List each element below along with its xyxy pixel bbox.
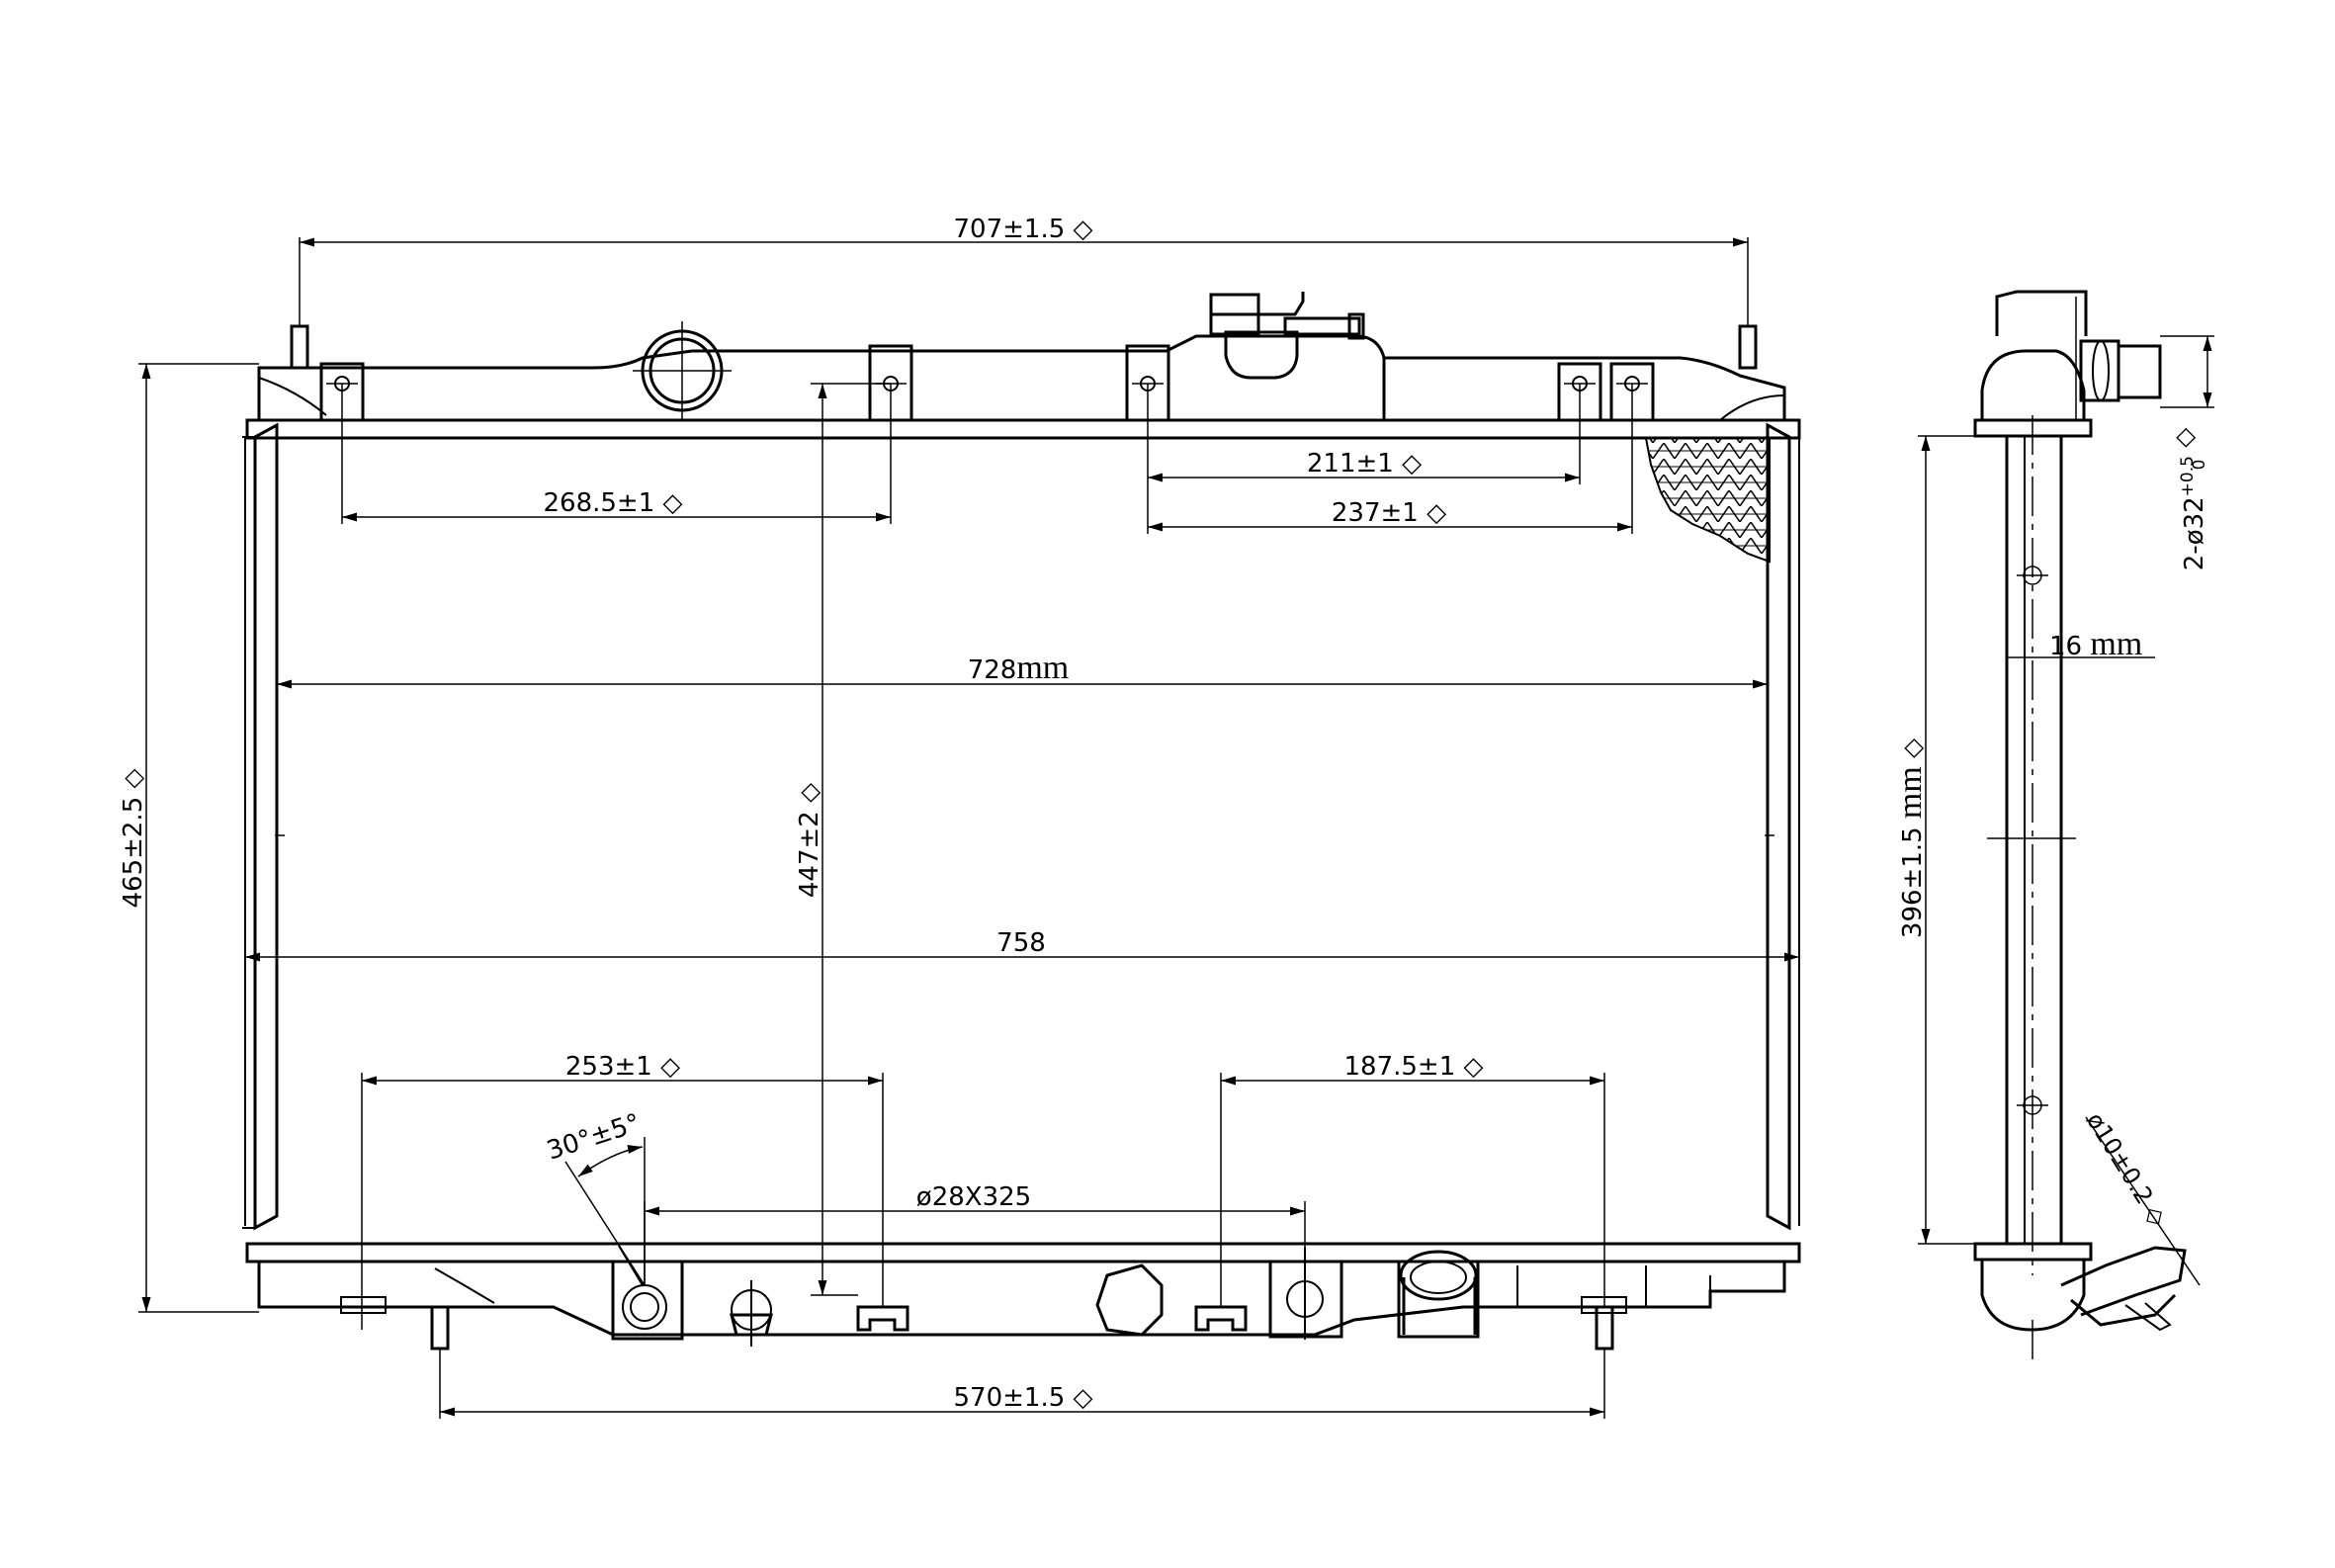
core-right-frame	[1766, 422, 1791, 1231]
core-left-frame	[253, 422, 279, 1231]
outlet-pipe	[1397, 1250, 1480, 1339]
dim-top-mount-right-outer: 237±1 ◇	[1332, 498, 1446, 528]
front-view	[242, 292, 1801, 1350]
dim-inlet-pipe: 2-ø32+0.5 ◇	[2170, 428, 2209, 570]
side-dimension-lines	[1918, 335, 2214, 1286]
dim-bottom-left: 253±1 ◇	[565, 1052, 680, 1082]
dim-tube: ø28X325	[916, 1182, 1031, 1212]
top-tank	[245, 292, 1801, 440]
dim-side-height: 396±1.5 mm ◇	[1892, 739, 1929, 938]
dim-top-mount-left: 268.5±1 ◇	[543, 488, 682, 518]
drain-plug	[611, 1245, 684, 1341]
side-view	[1973, 290, 2187, 1359]
dim-top-width: 707±1.5 ◇	[953, 215, 1092, 244]
dim-bottom-width: 570±1.5 ◇	[953, 1383, 1092, 1413]
dim-height-mount: 447±2 ◇	[795, 783, 824, 898]
dim-top-mount-right-inner: 211±1 ◇	[1307, 449, 1422, 479]
dim-drain-pipe: ø10±0.2 ◇	[2081, 1107, 2173, 1231]
dim-bottom-right: 187.5±1 ◇	[1343, 1052, 1483, 1082]
dimension-lines	[138, 237, 1799, 1419]
dim-core-thickness: 16 mm	[2049, 626, 2142, 662]
radiator-cap	[1209, 292, 1365, 380]
dim-height-total: 465±2.5 ◇	[119, 768, 148, 908]
dim-overall-width: 758	[996, 928, 1046, 958]
octagon-boss	[1095, 1263, 1164, 1337]
dim-angle: 30°±5°	[544, 1108, 645, 1167]
dim-inlet-pipe-tol-lower: 0	[2190, 460, 2209, 471]
dimension-labels: 707±1.5 ◇ 268.5±1 ◇ 211±1 ◇ 237±1 ◇ 728m…	[119, 215, 2209, 1413]
dim-core-width: 728mm	[968, 650, 1070, 686]
oil-cooler-port	[1268, 1248, 1343, 1340]
bottom-clip	[730, 1280, 773, 1347]
bottom-tank	[245, 1242, 1801, 1350]
core-fins-detail	[1644, 437, 1771, 564]
